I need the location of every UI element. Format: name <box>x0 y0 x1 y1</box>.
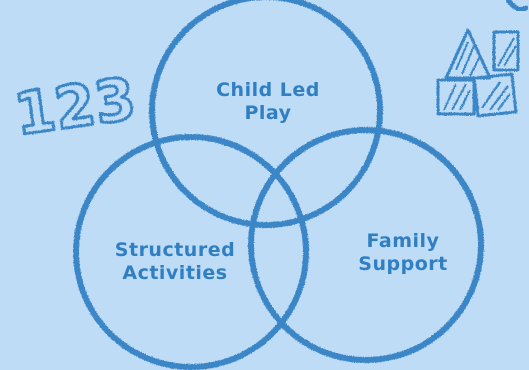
label-child-led-play: Child Led Play <box>216 79 320 124</box>
numbers-doodle-text: 123 <box>10 64 139 148</box>
label-structured-activities: Structured Activities <box>114 239 236 284</box>
circle-family-support <box>248 127 484 363</box>
circle-child-led-play <box>149 0 383 228</box>
toy-blocks-icon <box>436 28 520 118</box>
circle-structured-activities <box>73 134 309 370</box>
label-family-support: Family Support <box>358 230 448 275</box>
corner-scribble <box>505 0 529 13</box>
numbers-doodle-icon: 123 <box>9 63 141 150</box>
